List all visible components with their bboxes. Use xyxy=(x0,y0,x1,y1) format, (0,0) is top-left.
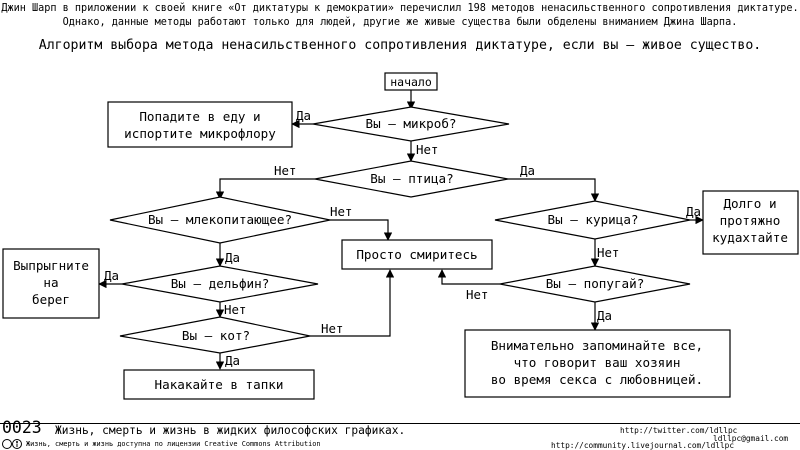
microbe-question: Вы — микроб? xyxy=(366,116,457,131)
accept-label: Просто смиритесь xyxy=(356,247,477,262)
license-text[interactable]: Жизнь, смерть и жизнь доступна по лиценз… xyxy=(26,440,321,448)
jump-line-1: Выпрыгните xyxy=(13,258,89,273)
action-memorize-box xyxy=(464,329,731,398)
series-title: Жизнь, смерть и жизнь в жидких философск… xyxy=(55,424,406,437)
label-microbe-yes: Да xyxy=(296,108,311,123)
action-jump-box xyxy=(2,248,100,319)
parrot-question: Вы — попугай? xyxy=(546,276,645,291)
memorize-line-2: что говорит ваш хозяин xyxy=(514,355,681,370)
food-line-2: испортите микрофлору xyxy=(124,126,276,141)
label-bird-no: Нет xyxy=(274,163,296,178)
poop-label: Накакайте в тапки xyxy=(155,377,284,392)
edge-bird-no xyxy=(215,178,315,200)
start-label: начало xyxy=(390,75,432,89)
action-poop-box xyxy=(123,369,315,400)
memorize-line-1: Внимательно запоминайте все, xyxy=(491,338,703,353)
label-mammal-no: Нет xyxy=(330,204,352,219)
label-chicken-yes: Да xyxy=(686,204,701,219)
decision-dolphin xyxy=(121,265,319,303)
bird-question: Вы — птица? xyxy=(370,171,453,186)
decision-parrot xyxy=(499,265,691,303)
intro-line-2: Однако, данные методы работают только дл… xyxy=(62,17,738,28)
comic-number: 0023 xyxy=(2,418,42,437)
label-chicken-no: Нет xyxy=(597,245,619,260)
dolphin-question: Вы — дельфин? xyxy=(171,276,270,291)
jump-line-2: на xyxy=(43,275,58,290)
label-dolphin-no: Нет xyxy=(224,302,246,317)
label-parrot-yes: Да xyxy=(597,308,612,323)
chicken-question: Вы — курица? xyxy=(548,212,639,227)
memorize-line-3: во время секса с любовницей. xyxy=(491,372,703,387)
intro-line-1: Джин Шарп в приложении к своей книге «От… xyxy=(1,3,799,14)
decision-bird xyxy=(314,160,509,198)
twitter-link[interactable]: http://twitter.com/ldllpc xyxy=(620,426,738,435)
label-parrot-no: Нет xyxy=(466,287,488,302)
label-cat-yes: Да xyxy=(225,353,240,368)
decision-mammal xyxy=(109,196,331,244)
cluck-line-2: протяжно xyxy=(720,213,781,228)
diagram-title: Алгоритм выбора метода ненасильственного… xyxy=(38,38,762,53)
action-food-box xyxy=(107,101,293,148)
decision-microbe xyxy=(312,106,510,142)
label-cat-no: Нет xyxy=(321,321,343,336)
cluck-line-3: кудахтайте xyxy=(712,230,788,245)
jump-line-3: берег xyxy=(32,292,70,307)
attribution-icon-head xyxy=(16,441,18,443)
cat-question: Вы — кот? xyxy=(182,328,250,343)
cc-icon xyxy=(2,439,12,449)
decision-cat xyxy=(119,316,311,354)
edge-cat-no xyxy=(310,269,395,337)
edge-parrot-no xyxy=(437,269,500,285)
label-microbe-no: Нет xyxy=(416,142,438,157)
action-accept-box xyxy=(341,239,493,270)
label-mammal-yes: Да xyxy=(225,250,240,265)
label-bird-yes: Да xyxy=(520,163,535,178)
label-dolphin-yes: Да xyxy=(104,268,119,283)
email-link[interactable]: ldllpc@gmail.com xyxy=(713,434,789,443)
food-line-1: Попадите в еду и xyxy=(139,109,260,124)
edge-bird-yes xyxy=(508,178,600,202)
cc-badge xyxy=(2,439,22,449)
edge-mammal-no xyxy=(330,219,393,241)
livejournal-link[interactable]: http://community.livejournal.com/ldllpc xyxy=(551,441,735,450)
action-cluck-box xyxy=(702,190,799,255)
start-node xyxy=(384,72,438,91)
decision-chicken xyxy=(494,200,691,240)
cluck-line-1: Долго и xyxy=(723,196,776,211)
mammal-question: Вы — млекопитающее? xyxy=(148,212,292,227)
